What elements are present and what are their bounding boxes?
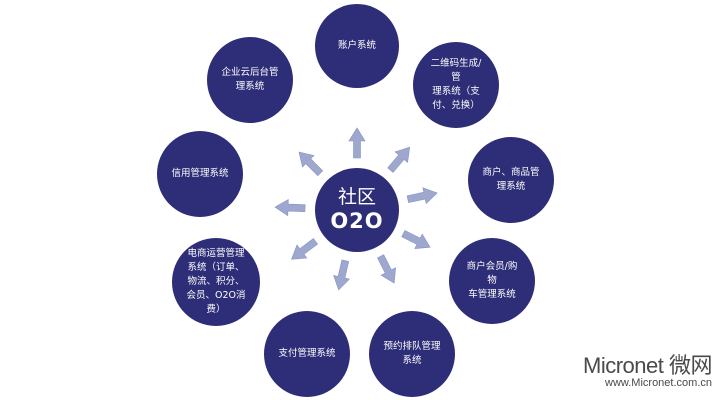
node-merchant-goods: 商户、商品管 理系统 xyxy=(468,137,554,223)
arrow-to-qrcode xyxy=(387,146,411,173)
node-ecommerce: 电商运营管理 系统（订单、 物流、积分、 会员、O2O消 费） xyxy=(172,238,260,326)
center-hub: 社区 O2O xyxy=(315,168,399,252)
center-subtitle: O2O xyxy=(330,209,384,233)
watermark-brand: Micronet 微网 xyxy=(583,353,712,378)
watermark: Micronet 微网 www.Micronet.com.cn xyxy=(583,355,712,390)
arrow-to-account xyxy=(348,127,366,159)
node-reservation: 预约排队管理 系统 xyxy=(369,311,455,397)
arrow-to-payment xyxy=(333,259,350,291)
arrow-to-cloud-backend xyxy=(298,151,324,177)
center-title: 社区 xyxy=(337,186,376,208)
node-cloud-backend: 企业云后台管 理系统 xyxy=(207,37,293,123)
node-merchant-member: 商户会员/购物 车管理系统 xyxy=(449,238,535,324)
node-account: 账户系统 xyxy=(315,4,399,88)
node-payment: 支付管理系统 xyxy=(264,311,350,397)
node-credit: 信用管理系统 xyxy=(157,131,243,217)
arrow-to-merchant-member xyxy=(401,230,431,249)
arrow-to-merchant-goods xyxy=(406,187,438,205)
node-qrcode: 二维码生成/管 理系统（支 付、兑换） xyxy=(413,42,499,128)
watermark-url: www.Micronet.com.cn xyxy=(605,377,712,389)
arrow-to-ecommerce xyxy=(291,238,319,260)
arrow-to-reservation xyxy=(377,254,396,284)
arrow-to-credit xyxy=(274,198,306,217)
